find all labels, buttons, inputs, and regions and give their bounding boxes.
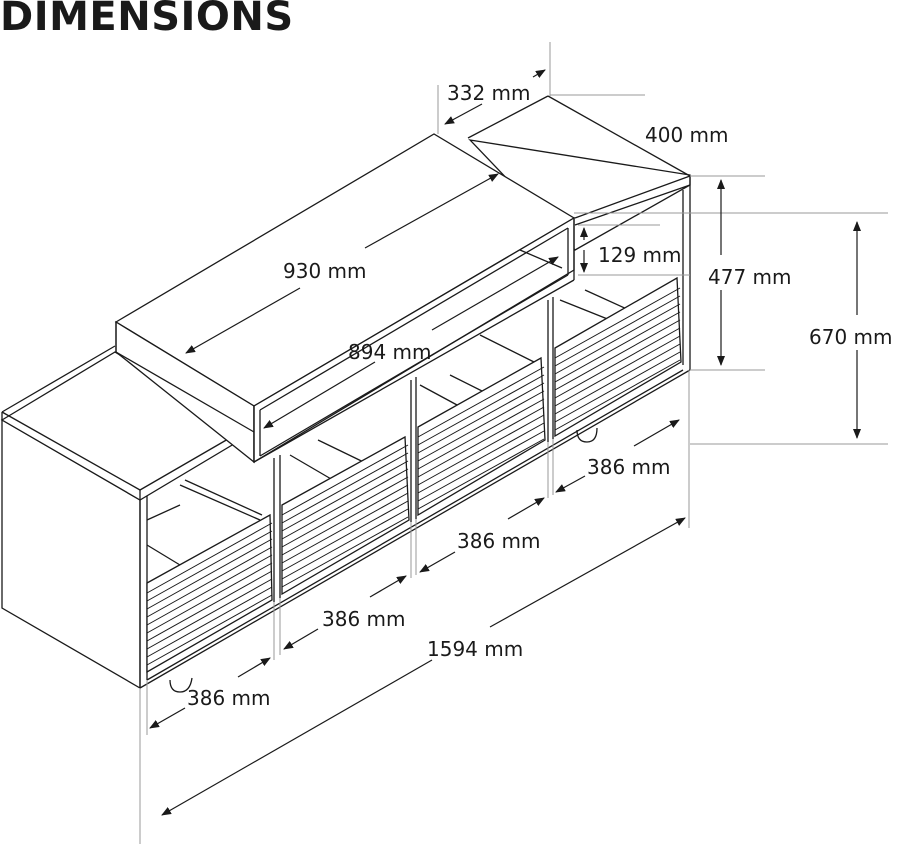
label-top-shelf-width: 930 mm [283,259,367,283]
extension-lines [139,42,888,844]
label-door-width-2: 386 mm [322,607,406,631]
door-1 [146,513,273,674]
door-4 [554,276,682,438]
dimension-labels: 332 mm 400 mm 930 mm 894 mm 129 mm 477 m… [187,81,893,710]
label-total-width: 1594 mm [427,637,523,661]
door-2 [281,435,410,596]
label-body-depth: 400 mm [645,123,729,147]
door-3 [417,356,546,517]
label-body-height: 477 mm [708,265,792,289]
dimension-arrows [149,69,861,816]
label-total-height: 670 mm [809,325,893,349]
label-top-shelf-inner-width: 894 mm [348,340,432,364]
slatted-doors [146,276,682,674]
label-door-width-1: 386 mm [187,686,271,710]
raised-top-shelf [114,133,576,464]
label-door-width-3: 386 mm [457,529,541,553]
label-top-depth: 332 mm [447,81,531,105]
label-door-width-4: 386 mm [587,455,671,479]
label-opening-height: 129 mm [598,243,682,267]
page-title: DIMENSIONS [0,0,294,40]
